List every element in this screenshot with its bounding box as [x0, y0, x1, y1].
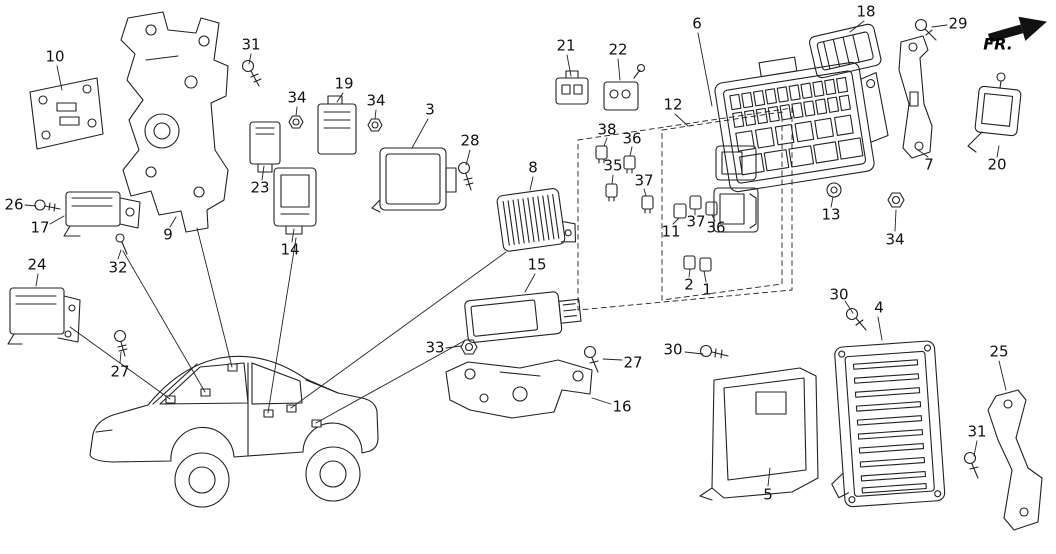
part-31-bolt-top — [241, 59, 262, 87]
part-label-37-lower: 37 — [686, 212, 706, 231]
part-label-11: 11 — [661, 222, 681, 241]
small-parts-cluster — [595, 145, 718, 272]
part-label-4: 4 — [874, 298, 884, 317]
mount-points — [165, 363, 322, 428]
part-34-nut-left — [288, 115, 304, 129]
part-label-36-lower: 36 — [706, 218, 726, 237]
part-label-30-left: 30 — [663, 340, 683, 359]
part-label-13: 13 — [821, 205, 841, 224]
part-label-3: 3 — [425, 100, 435, 119]
part-label-30-right: 30 — [829, 285, 849, 304]
label-leader-lines — [24, 20, 1007, 487]
part-33-nut — [460, 339, 478, 355]
part-27-bolt-left — [113, 329, 128, 357]
part-label-29: 29 — [948, 14, 968, 33]
part-8-unit — [496, 188, 577, 252]
fuse-box — [714, 56, 889, 193]
fuse-row-4 — [738, 137, 864, 176]
part-label-32: 32 — [108, 258, 128, 277]
part-label-28: 28 — [460, 131, 480, 150]
part-label-14: 14 — [280, 240, 300, 259]
part-18-ecu — [808, 23, 882, 79]
fuse-row-2 — [732, 94, 851, 128]
part-label-23: 23 — [250, 178, 270, 197]
part-label-31-top: 31 — [241, 35, 261, 54]
part-label-34-left: 34 — [287, 88, 307, 107]
part-label-38: 38 — [597, 120, 617, 139]
assembly-boundary-12 — [661, 111, 783, 301]
part-label-6: 6 — [692, 14, 702, 33]
part-label-16: 16 — [612, 397, 632, 416]
fuse-row-3 — [735, 114, 854, 152]
part-label-34-right: 34 — [885, 230, 905, 249]
part-3-control-unit — [371, 147, 457, 213]
part-29-bolt — [914, 18, 937, 41]
part-30-bolt-left — [699, 344, 729, 359]
part-label-12: 12 — [663, 95, 683, 114]
part-label-25: 25 — [989, 342, 1009, 361]
part-10-bracket — [29, 77, 104, 150]
part-label-27-left: 27 — [110, 362, 130, 381]
fr-direction-arrow — [987, 16, 1047, 43]
part-31-bolt-bottom — [963, 451, 979, 479]
part-4-ecu — [831, 340, 946, 508]
part-19-relay — [317, 95, 357, 155]
part-label-24: 24 — [27, 255, 47, 274]
part-26-bolt — [34, 199, 61, 212]
part-9-bracket — [120, 11, 229, 233]
part-32-screw — [115, 233, 128, 255]
part-24-unit — [7, 287, 81, 345]
part-23-relay — [249, 121, 281, 173]
part-label-15: 15 — [527, 255, 547, 274]
part-13-grommet — [826, 182, 842, 198]
part-22-connector — [603, 63, 646, 111]
part-27-bolt-right — [583, 345, 599, 373]
part-label-5: 5 — [763, 485, 773, 504]
part-label-1: 1 — [702, 280, 712, 299]
part-12-relays — [713, 145, 759, 233]
part-34-nut-mid — [367, 118, 383, 132]
part-label-22: 22 — [608, 40, 628, 59]
part-20-unit — [967, 72, 1022, 153]
car-outline — [89, 355, 379, 508]
part-label-26: 26 — [4, 195, 24, 214]
part-label-21: 21 — [556, 36, 576, 55]
part-label-36-upper: 36 — [622, 129, 642, 148]
part-label-37-upper: 37 — [634, 171, 654, 190]
part-25-bracket — [987, 389, 1043, 531]
part-label-27-right: 27 — [623, 353, 643, 372]
part-label-20: 20 — [987, 155, 1007, 174]
part-14-relay — [273, 167, 317, 235]
part-label-35: 35 — [603, 156, 623, 175]
part-label-31-bottom: 31 — [967, 422, 987, 441]
part-28-bolt — [457, 161, 474, 191]
part-label-34-mid: 34 — [366, 91, 386, 110]
part-label-33: 33 — [425, 338, 445, 357]
part-label-10: 10 — [45, 47, 65, 66]
part-17-unit — [63, 191, 141, 237]
part-5-cover — [699, 367, 819, 501]
fuse-row-1 — [729, 76, 849, 111]
part-label-19: 19 — [334, 74, 354, 93]
part-21-connector — [555, 70, 589, 105]
part-label-17: 17 — [30, 218, 50, 237]
part-15-control-unit — [464, 291, 582, 344]
part-label-2: 2 — [684, 275, 694, 294]
part-label-8: 8 — [528, 158, 538, 177]
part-16-bracket — [445, 359, 593, 419]
part-label-9: 9 — [163, 225, 173, 244]
part-label-7: 7 — [924, 155, 934, 174]
part-label-18: 18 — [856, 2, 876, 21]
part-30-bolt-right — [845, 307, 867, 331]
part-7-bracket — [898, 35, 933, 159]
fr-direction-label: FR. — [983, 34, 1013, 54]
part-34-nut-right — [887, 192, 905, 208]
assembly-boundary-6 — [577, 107, 793, 311]
